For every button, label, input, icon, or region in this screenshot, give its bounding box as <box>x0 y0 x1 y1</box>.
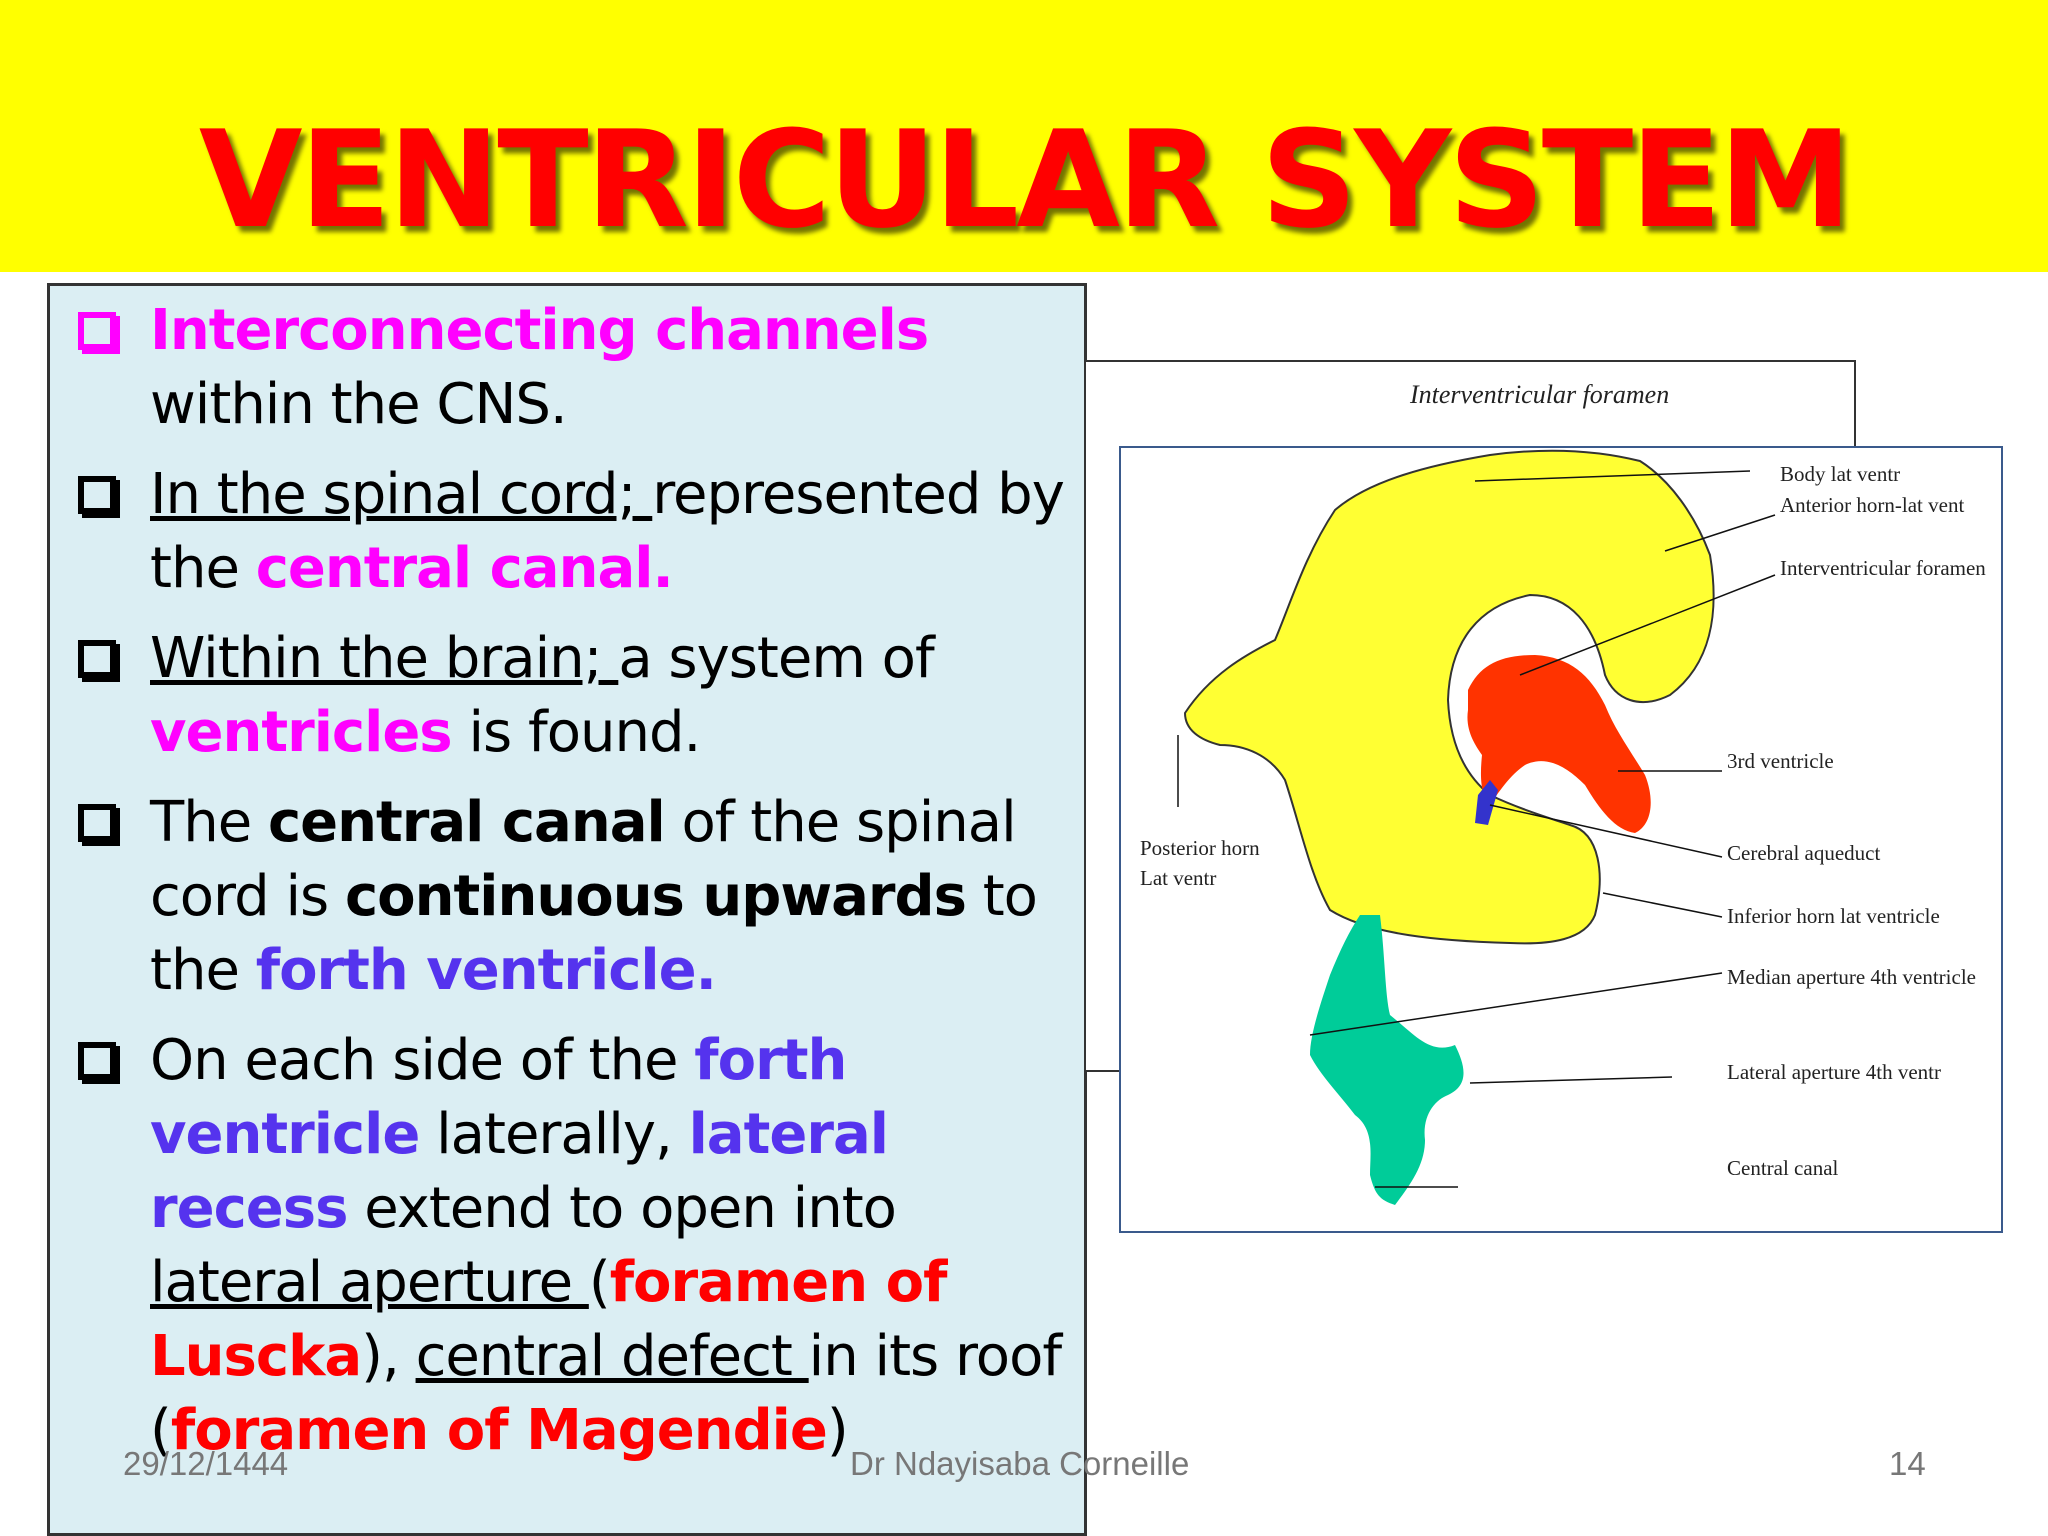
label-inferior-horn: Inferior horn lat ventricle <box>1727 904 1940 928</box>
footer-date: 29/12/1444 <box>123 1445 289 1482</box>
slide-title: VENTRICULAR SYSTEM <box>198 102 1852 258</box>
title-band <box>0 0 2048 272</box>
label-interventricular-foramen: Interventricular foramen <box>1780 556 1986 580</box>
label-lateral-aperture: Lateral aperture 4th ventr <box>1727 1060 1941 1084</box>
label-cerebral-aqueduct: Cerebral aqueduct <box>1727 841 1881 865</box>
label-posterior-horn-lat-ventr: Lat ventr <box>1140 866 1216 890</box>
label-central-canal: Central canal <box>1727 1156 1839 1180</box>
checkbox-bullet-icon <box>78 1042 116 1080</box>
ventricular-diagram: Interventricular foramen Body lat ventr … <box>1070 355 2010 1235</box>
label-median-aperture: Median aperture 4th ventricle <box>1727 965 1976 989</box>
fourth-ventricle-shape <box>1310 915 1464 1205</box>
lateral-ventricle-shape <box>1183 449 1715 945</box>
bullet-5: On each side of the forth ventricle late… <box>70 1024 1080 1468</box>
checkbox-bullet-icon <box>78 476 116 514</box>
bullet-panel: Interconnecting channels within the CNS.… <box>47 283 1087 1536</box>
footer-author: Dr Ndayisaba Corneille <box>850 1445 1190 1482</box>
bullet-4: The central canal of the spinal cord is … <box>70 786 1080 1008</box>
ventricle-svg: Interventricular foramen Body lat ventr … <box>1084 360 2003 1233</box>
bullet-2: In the spinal cord; represented by the c… <box>70 458 1080 606</box>
checkbox-bullet-icon <box>78 804 116 842</box>
footer-page-number: 14 <box>1889 1445 1926 1482</box>
checkbox-bullet-icon <box>78 312 116 350</box>
leader-lines <box>1177 470 1776 1188</box>
third-ventricle-shape <box>1467 655 1651 833</box>
label-posterior-horn: Posterior horn <box>1140 836 1260 860</box>
bullet-list: Interconnecting channels within the CNS.… <box>70 294 1080 1484</box>
label-anterior-horn: Anterior horn-lat vent <box>1780 493 1964 517</box>
label-third-ventricle: 3rd ventricle <box>1727 749 1834 773</box>
checkbox-bullet-icon <box>78 640 116 678</box>
bullet-1: Interconnecting channels within the CNS. <box>70 294 1080 442</box>
label-body-lat-ventr: Body lat ventr <box>1780 462 1900 486</box>
bullet-3: Within the brain; a system of ventricles… <box>70 622 1080 770</box>
cerebral-aqueduct-shape <box>1475 780 1498 825</box>
back-figure-label: Interventricular foramen <box>1409 380 1669 409</box>
